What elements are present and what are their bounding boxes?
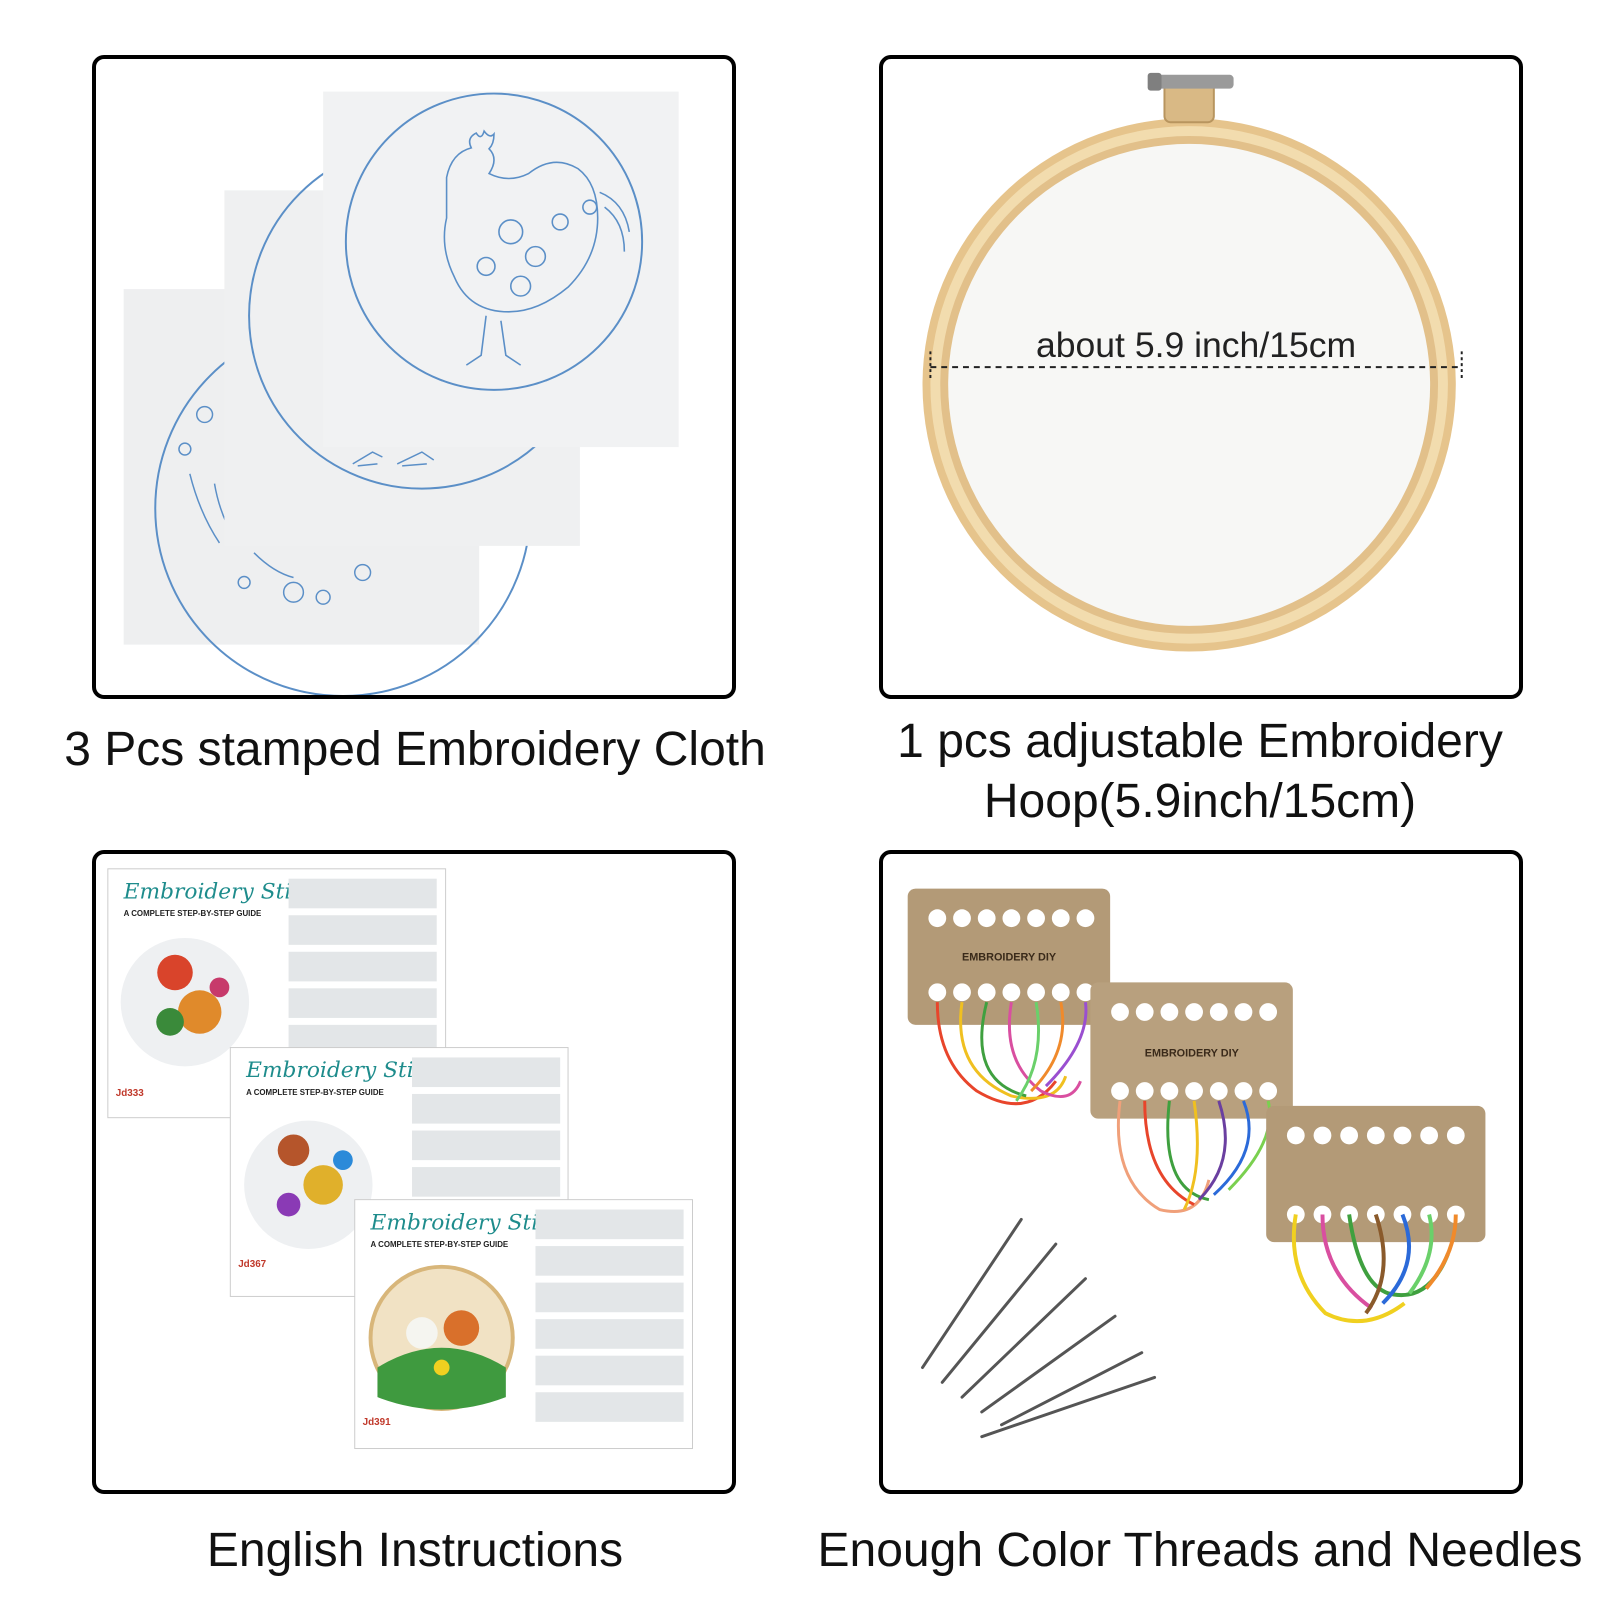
sheet-code: Jd367 <box>238 1259 266 1270</box>
instruction-sheets-image: Embroidery Stitches A COMPLETE STEP-BY-S… <box>107 868 693 1450</box>
thread-card: EMBROIDERY DIY <box>907 888 1111 1106</box>
rooster-feet-pattern <box>352 451 435 467</box>
stamped-cloth-image <box>123 91 679 695</box>
instruction-sheet: Embroidery Stitches A COMPLETE STEP-BY-S… <box>354 1199 693 1450</box>
thread-card <box>1266 1105 1486 1324</box>
hoop-panel: about 5.9 inch/15cm <box>879 55 1523 699</box>
sheet-code: Jd333 <box>116 1088 144 1099</box>
threads-panel: EMBROIDERY DIY EMBROIDERY DIY <box>879 850 1523 1494</box>
instructions-panel: Embroidery Stitches A COMPLETE STEP-BY-S… <box>92 850 736 1494</box>
instructions-caption: English Instructions <box>206 1524 624 1577</box>
threads-caption: Enough Color Threads and Needles <box>817 1524 1583 1577</box>
rooster-pattern <box>443 129 631 366</box>
needles-icon <box>921 1217 1157 1439</box>
measurement-label: about 5.9 inch/15cm <box>1036 325 1356 365</box>
sheet-subtitle: A COMPLETE STEP-BY-STEP GUIDE <box>246 1088 384 1097</box>
hoop-screw-icon <box>1154 74 1234 89</box>
card-label: EMBROIDERY DIY <box>1145 1047 1240 1059</box>
cloth-sheet-front <box>323 91 679 448</box>
sheet-subtitle: A COMPLETE STEP-BY-STEP GUIDE <box>124 909 262 918</box>
stamped-circle <box>344 92 644 391</box>
embroidery-hoop-image: about 5.9 inch/15cm <box>922 72 1463 652</box>
thread-card: EMBROIDERY DIY <box>1090 982 1293 1213</box>
threads-needles-image: EMBROIDERY DIY EMBROIDERY DIY <box>907 888 1486 1439</box>
hoop-screw-head <box>1147 72 1162 91</box>
hoop-caption: 1 pcs adjustable Embroidery Hoop(5.9inch… <box>897 715 1503 828</box>
cloth-caption: 3 Pcs stamped Embroidery Cloth <box>64 723 766 776</box>
stamped-cloth-panel <box>92 55 736 699</box>
hoop-fabric <box>948 143 1431 626</box>
card-label: EMBROIDERY DIY <box>962 952 1057 964</box>
sheet-code: Jd391 <box>363 1417 391 1428</box>
sheet-subtitle: A COMPLETE STEP-BY-STEP GUIDE <box>371 1240 509 1249</box>
